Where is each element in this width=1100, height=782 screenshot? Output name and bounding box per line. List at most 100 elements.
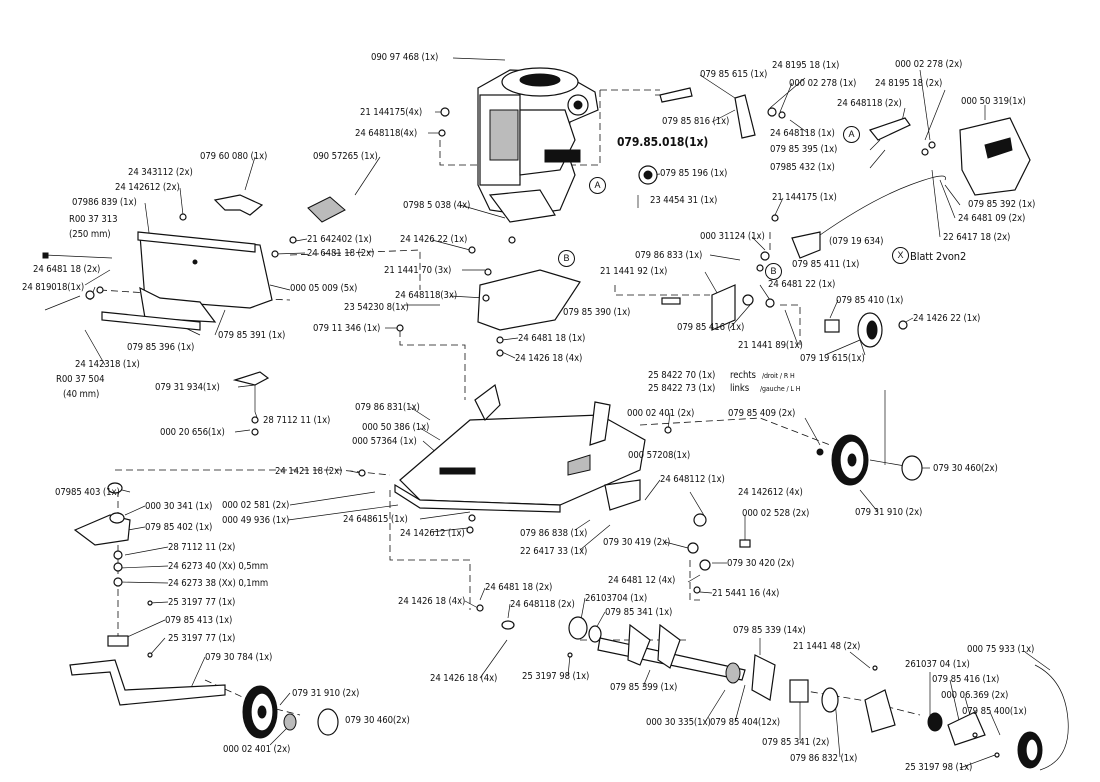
marker-b-bracket: B [765,263,782,280]
part-label: 21 5441 16 (4x) [712,588,780,599]
part-label: 25 3197 98 (1x) [522,671,590,682]
part-label: 079 86 838 (1x) [520,528,588,539]
part-label: 24 648615 (1x) [343,514,408,525]
part-label: 079 19 615(1x) [800,353,865,364]
part-label: 079 85 399 (1x) [610,682,678,693]
part-label: 21 642402 (1x) [307,234,372,245]
part-label: 21 1441 92 (1x) [600,266,668,277]
marker-a-engine: A [589,177,606,194]
part-label: 079 11 346 (1x) [313,323,381,334]
part-label: 079 85 411 (1x) [792,259,860,270]
belt-guard [659,87,1031,259]
part-label: 079 30 420 (2x) [727,558,795,569]
part-label: 000 02 581 (2x) [222,500,290,511]
part-label: 000 30 341 (1x) [145,501,213,512]
marker-a-guard: A [843,126,860,143]
part-label: 079 85 396 (1x) [127,342,195,353]
part-label: 24 6273 38 (Xx) 0,1mm [168,578,269,589]
part-label: 000 30 335(1x) [646,717,711,728]
part-label: 24 648118(4x) [355,128,418,139]
part-label: 000 50 319(1x) [961,96,1026,107]
part-label: 079 30 460(2x) [345,715,410,726]
part-label: 000 57364 (1x) [352,436,417,447]
height-adjust-knob [232,371,270,436]
part-label: 21 1441 89(1x) [738,340,803,351]
part-label: 24 648118(3x) [395,290,458,301]
part-label: 079 85 400(1x) [962,706,1027,717]
part-label: 000 20 656(1x) [160,427,225,438]
part-label: 21 144175 (1x) [772,192,837,203]
part-label: 079 31 910 (2x) [292,688,360,699]
part-label: 079 85 391 (1x) [218,330,286,341]
engine-unit [477,67,599,223]
part-label: 24 1421 18 (2x) [275,466,343,477]
part-label: 24 1426 22 (1x) [913,313,981,324]
part-label: 079 85 390 (1x) [563,307,631,318]
part-label: 24 6481 18 (1x) [518,333,586,344]
part-label: 22 6417 33 (1x) [520,546,588,557]
part-label: 21 1441 70 (3x) [384,265,452,276]
part-label: 24 8195 18 (2x) [875,78,943,89]
part-label: rechts [730,370,756,381]
part-label: 079 31 910 (2x) [855,507,923,518]
part-label: R00 37 313 [69,214,118,225]
part-label: 07985 403 (1x) [55,487,120,498]
part-label: 21 1441 48 (2x) [793,641,861,652]
deck-housing [394,269,646,513]
part-label: /droit / R H [762,372,795,380]
right-wheel [816,434,923,486]
part-label: 28 7112 11 (1x) [263,415,331,426]
part-label: 000 02 401 (2x) [627,408,695,419]
part-label: 000 50 386 (1x) [362,422,430,433]
part-label: 000 02 528 (2x) [742,508,810,519]
part-label: 000 75 933 (1x) [967,644,1035,655]
part-label: 25 8422 73 (1x) [648,383,716,394]
part-label: 24 6481 18 (2x) [307,248,375,259]
part-label: 07986 839 (1x) [72,197,137,208]
part-label: (079 19 634) [829,236,884,247]
part-label: (40 mm) [63,389,100,400]
part-label: 079 85 615 (1x) [700,69,768,80]
part-label: 0798 5 038 (4x) [403,200,471,211]
part-label: 24 648118 (2x) [837,98,902,109]
part-label: 24 819018(1x) [22,282,85,293]
part-label: 24 648118 (1x) [770,128,835,139]
part-label: 24 648112 (1x) [660,474,725,485]
marker-x-sheet: X [892,247,909,264]
part-label: 079 85 341 (2x) [762,737,830,748]
part-label: 21 144175(4x) [360,107,423,118]
part-label: 079 85 392 (1x) [968,199,1036,210]
part-label: 22 6417 18 (2x) [943,232,1011,243]
part-label: 24 6481 09 (2x) [958,213,1026,224]
part-label: 000 05 009 (5x) [290,283,358,294]
part-label: 079 85 413 (1x) [165,615,233,626]
part-label: 079.85.018(1x) [617,135,709,149]
part-label: 25 3197 77 (1x) [168,597,236,608]
part-label: 079 85 196 (1x) [660,168,728,179]
part-label: 079 85 416 (1x) [932,674,1000,685]
part-label: links [730,383,750,394]
part-label: 000 06.369 (2x) [941,690,1009,701]
part-label: 23 54230 8(1x) [344,302,409,313]
part-label: 24 142612 (1x) [400,528,465,539]
left-side-panel [42,194,346,331]
part-label: 24 6481 12 (4x) [608,575,676,586]
part-label: 079 31 934(1x) [155,382,220,393]
part-label: Blatt 2von2 [910,250,967,263]
part-label: 24 1426 18 (4x) [398,596,466,607]
part-label: 000 49 936 (1x) [222,515,290,526]
part-label: 24 6481 22 (1x) [768,279,836,290]
part-label: 079 86 833 (1x) [635,250,703,261]
part-label: 23 4454 31 (1x) [650,195,718,206]
part-label: 25 8422 70 (1x) [648,370,716,381]
part-label: 079 85 416 (1x) [677,322,745,333]
fasteners [147,107,1000,758]
tine-shaft [501,616,1069,771]
part-label: 079 30 784 (1x) [205,652,273,663]
part-label: 079 85 341 (1x) [605,607,673,618]
part-label: 24 1426 22 (1x) [400,234,468,245]
part-label: /gauche / L H [760,385,801,393]
part-label: 25 3197 77 (1x) [168,633,236,644]
part-label: 079 85 404(12x) [710,717,781,728]
part-label: 079 86 831(1x) [355,402,420,413]
